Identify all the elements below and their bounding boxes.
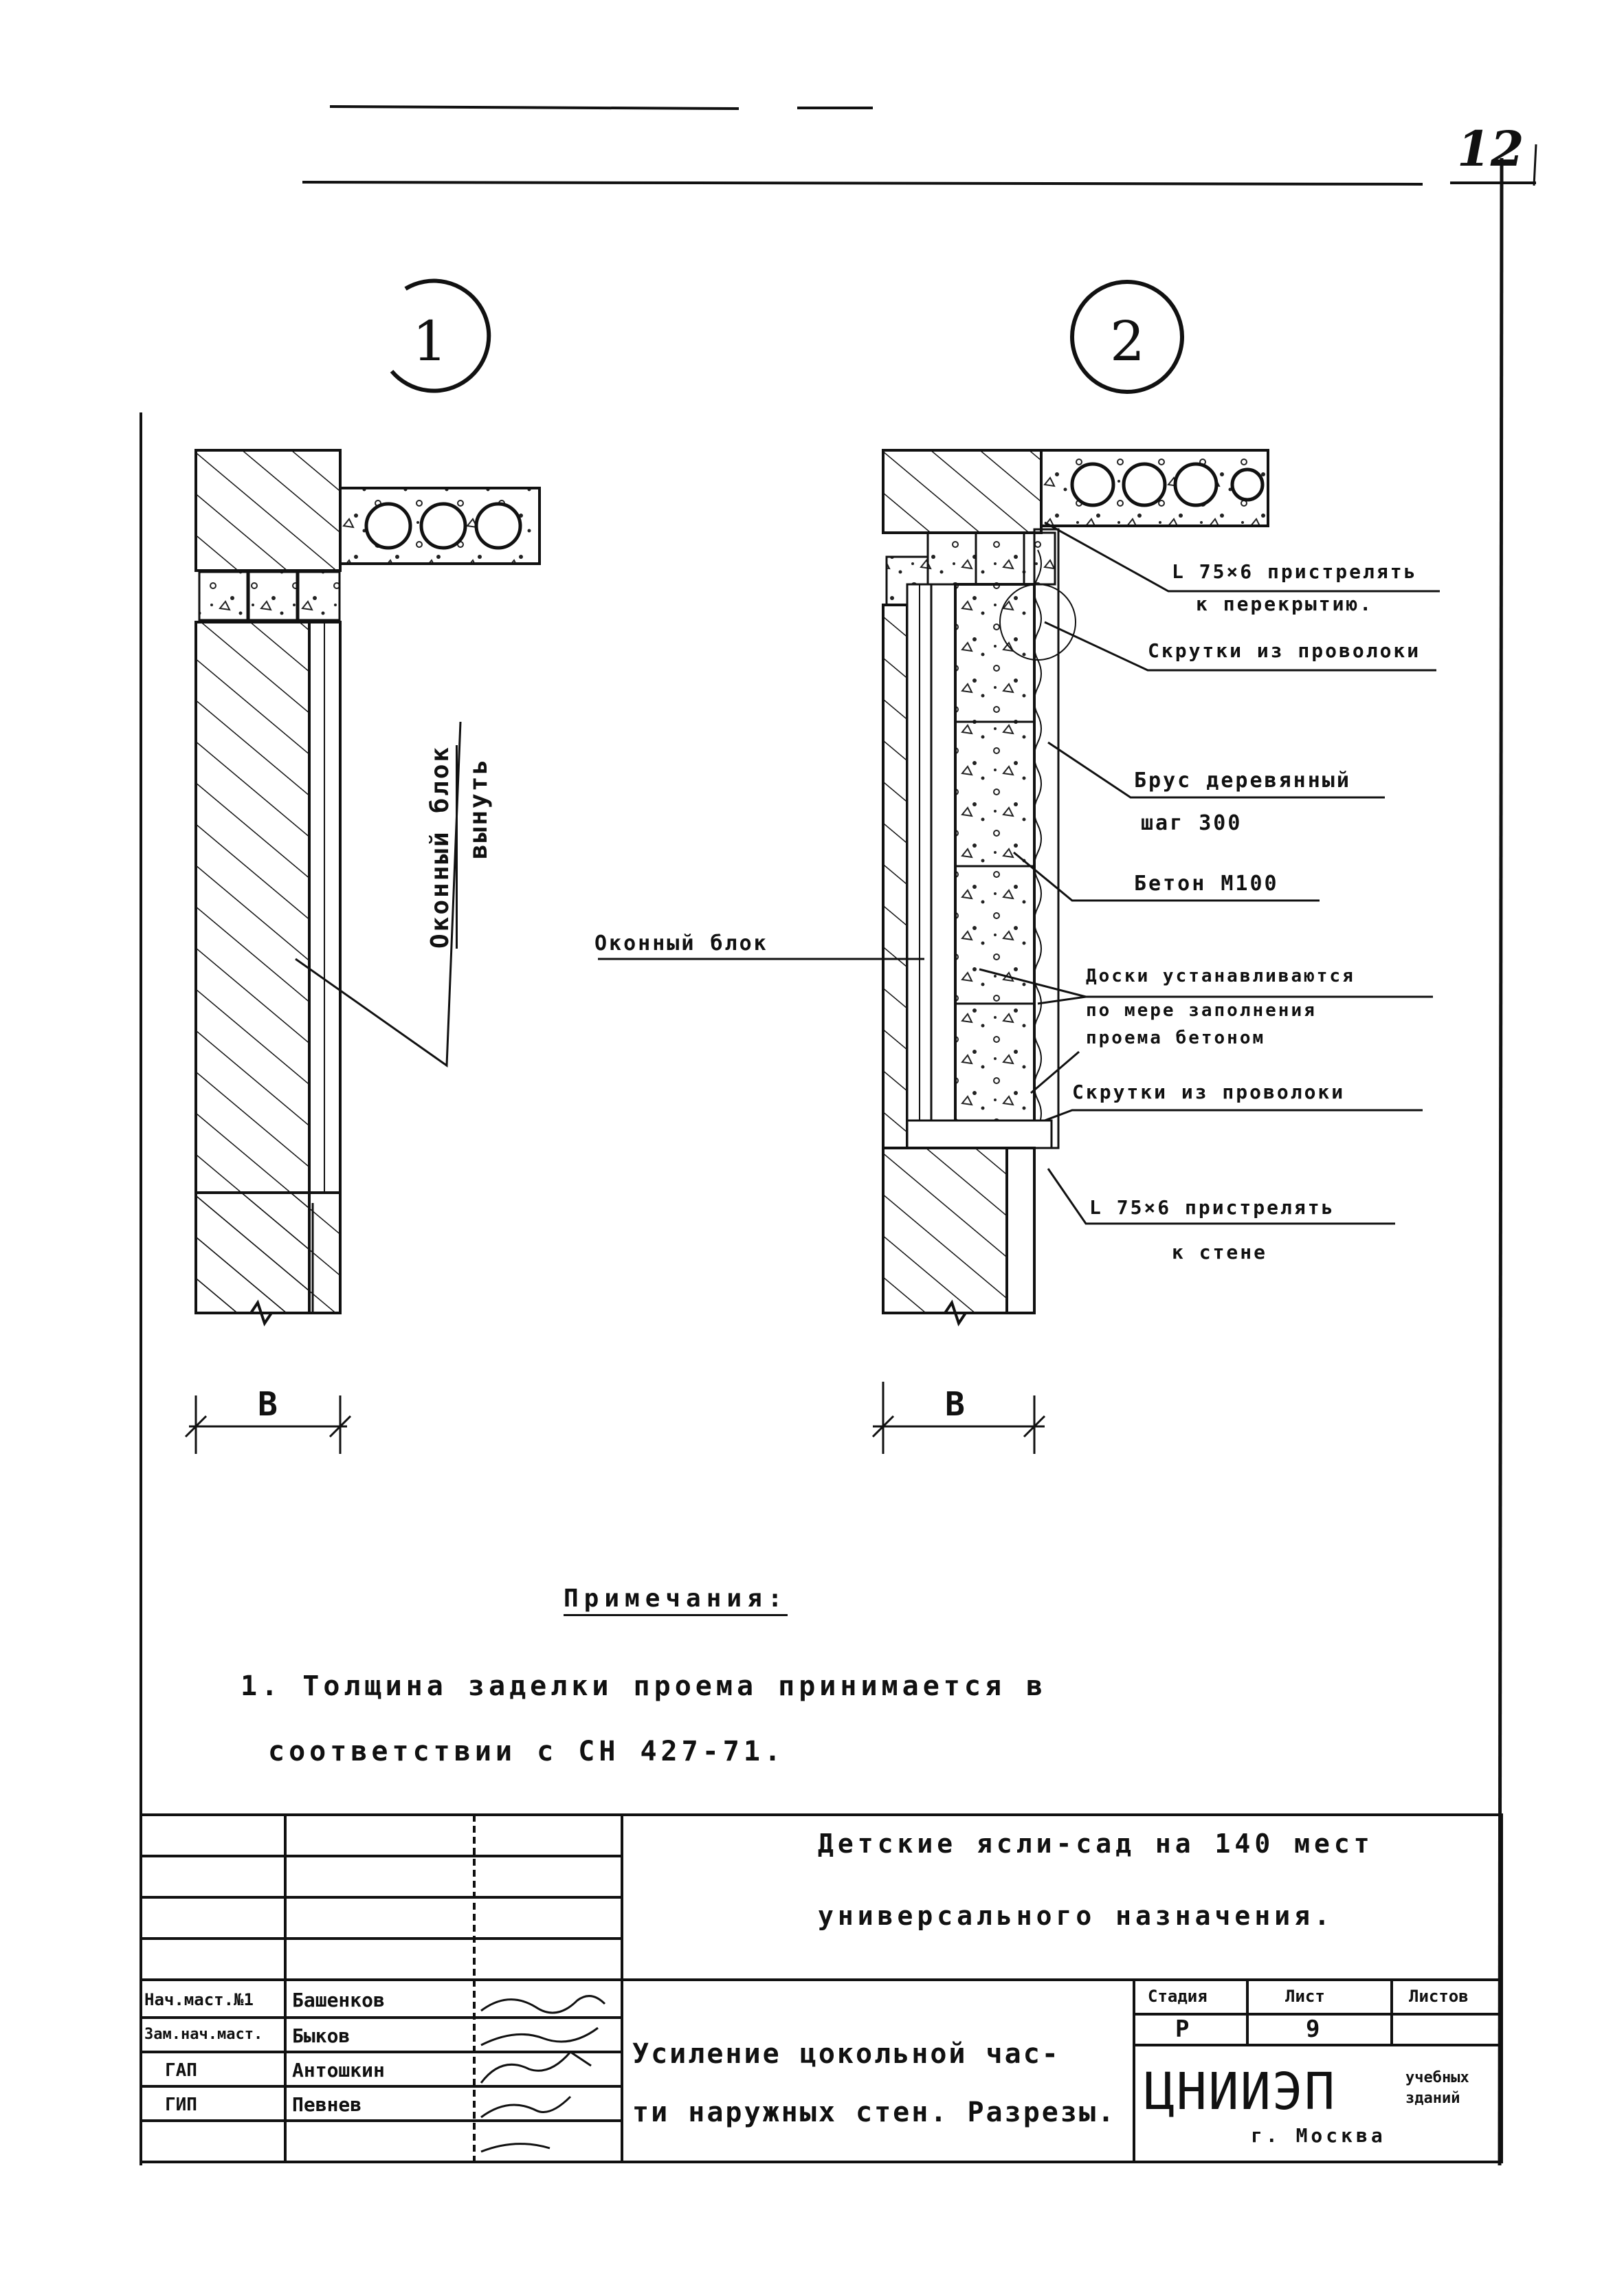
detail-2-leaders <box>598 521 1440 1225</box>
detail-2-dimension <box>871 1382 1046 1454</box>
drawing-title-line-2: ти наружных стен. Разрезы. <box>632 2097 1117 2128</box>
org-sub-2: зданий <box>1405 2090 1460 2107</box>
detail-2-break <box>883 1299 1034 1327</box>
drawing-title-line-1: Усиление цокольной час- <box>632 2038 1060 2070</box>
detail-1-leader <box>295 721 462 1068</box>
detail-1-wall-upper <box>194 449 342 572</box>
signatures <box>480 1995 606 2153</box>
detail-1-dimension-label: B <box>258 1385 280 1424</box>
notes-heading: Примечания: <box>564 1585 788 1616</box>
label-boards-2: по мере заполнения <box>1086 1000 1317 1021</box>
detail-2-marker-circle <box>1070 280 1184 394</box>
label-angle-top-2: к перекрытию. <box>1196 593 1374 615</box>
sheets-header: Листов <box>1409 1987 1469 2006</box>
project-title-line-1: Детские ясли-сад на 140 мест <box>818 1829 1374 1859</box>
org-sub-1: учебных <box>1405 2069 1469 2086</box>
label-boards-3: проема бетоном <box>1086 1028 1266 1048</box>
detail-2-dimension-label: B <box>945 1385 967 1424</box>
label-angle-bottom: L 75×6 пристрелять <box>1089 1196 1335 1219</box>
detail-1-marker-circle <box>390 278 491 393</box>
detail-2-concrete-fill <box>954 583 1036 1146</box>
frame-right <box>1498 157 1504 2166</box>
role-1: Нач.маст.№1 <box>144 1990 254 2009</box>
detail-1 <box>184 278 541 1454</box>
org-city: г. Москва <box>1251 2124 1386 2147</box>
name-4: Певнев <box>292 2093 362 2116</box>
role-3: ГАП <box>165 2060 197 2081</box>
project-title-line-2: универсального назначения. <box>818 1901 1334 1931</box>
sheet-header: Лист <box>1285 1987 1325 2006</box>
stage-header: Стадия <box>1148 1987 1208 2006</box>
label-timber-step: шаг 300 <box>1141 811 1243 835</box>
label-angle-bottom-2: к стене <box>1172 1241 1268 1263</box>
label-timber: Брус деревянный <box>1134 769 1351 793</box>
notes-item-2: соответствии с СН 427-71. <box>268 1736 786 1767</box>
sheet-number: 12 <box>1457 120 1524 177</box>
org-name: ЦНИИЭП <box>1144 2062 1337 2121</box>
detail-1-window-remove-line-2: вынуть <box>465 757 493 859</box>
detail-1-window-remove-line-1: Оконный блок <box>426 744 458 949</box>
detail-2 <box>598 280 1440 1454</box>
title-block-lines <box>140 1813 1503 2163</box>
detail-2-wall-body <box>882 604 909 1149</box>
detail-1-slab-voids <box>364 502 522 550</box>
detail-1-wall-lower <box>194 1191 342 1314</box>
detail-2-marker: 2 <box>1110 309 1145 373</box>
label-boards-1: Доски устанавливаются <box>1086 966 1355 986</box>
label-concrete: Бетон М100 <box>1134 872 1279 896</box>
detail-1-window-remove-label: Оконный блок вынуть <box>426 744 493 949</box>
role-2: Зам.нач.маст. <box>144 2026 263 2043</box>
label-window-block: Оконный блок <box>594 931 768 956</box>
detail-2-slab-voids <box>1070 462 1265 507</box>
frame-right-2 <box>1533 144 1537 186</box>
label-wire-twist-top: Скрутки из проволоки <box>1148 639 1421 662</box>
notes-item-1: 1. Толщина заделки проема принимается в <box>241 1670 1047 1702</box>
detail-1-dimension <box>184 1395 352 1454</box>
label-angle-top: L 75×6 пристрелять <box>1172 560 1418 583</box>
detail-1-lintel <box>198 571 341 621</box>
role-4: ГИП <box>165 2095 197 2115</box>
name-2: Быков <box>292 2024 351 2047</box>
detail-2-angle-callout <box>999 584 1076 661</box>
label-wire-twist-bottom: Скрутки из проволоки <box>1072 1081 1346 1103</box>
stage-value: Р <box>1175 2016 1190 2043</box>
top-rules <box>302 105 1536 186</box>
name-3: Антошкин <box>292 2059 385 2082</box>
detail-2-wall-lower <box>882 1147 1008 1314</box>
name-1: Башенков <box>292 1989 385 2011</box>
detail-2-wall-upper <box>882 449 1043 534</box>
detail-1-break <box>196 1299 340 1327</box>
detail-1-marker: 1 <box>412 309 447 373</box>
sheet-value: 9 <box>1306 2016 1320 2043</box>
detail-2-sill <box>906 1119 1053 1149</box>
